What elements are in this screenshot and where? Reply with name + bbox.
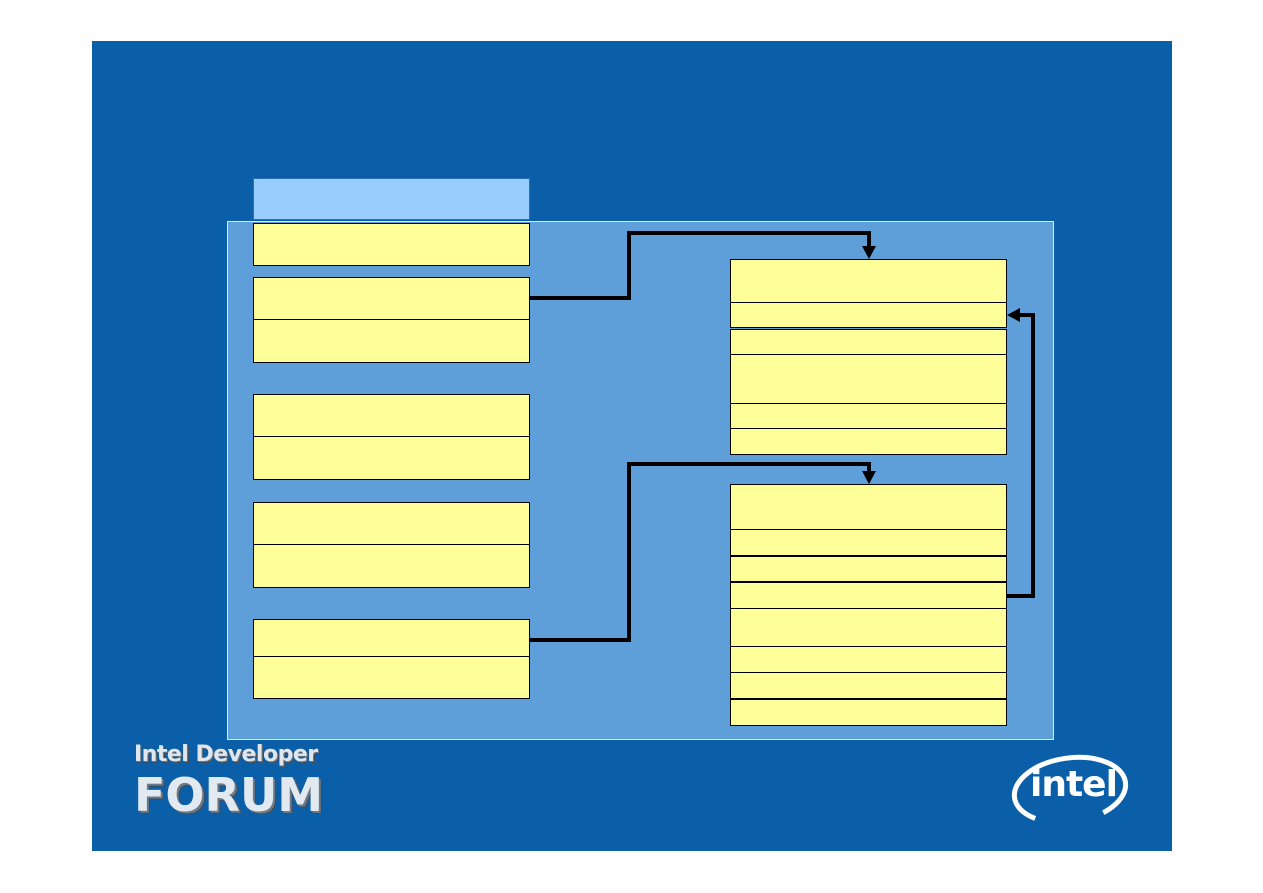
intel-logo-swoosh — [1010, 753, 1130, 827]
left-box-9 — [253, 656, 530, 699]
left-box-7 — [253, 544, 530, 588]
upper-struct-row-2 — [730, 302, 1007, 328]
upper-struct-row-6 — [730, 428, 1007, 455]
intel-developer-forum-logo: Intel Developer FORUM — [134, 742, 323, 830]
upper-struct-row-3 — [730, 329, 1007, 355]
left-box-8 — [253, 619, 530, 657]
upper-struct-row-1 — [730, 259, 1007, 303]
upper-struct-row-5 — [730, 403, 1007, 429]
upper-struct-row-4 — [730, 354, 1007, 404]
lower-struct-row-3 — [730, 556, 1007, 582]
lower-struct-row-4 — [730, 582, 1007, 609]
logo-line-intel-developer: Intel Developer — [134, 742, 318, 767]
lower-struct-row-6 — [730, 646, 1007, 673]
logo-line-forum: FORUM — [134, 768, 324, 822]
lower-struct-row-1 — [730, 484, 1007, 530]
left-header-box — [253, 178, 530, 220]
lower-struct-row-5 — [730, 608, 1007, 647]
left-box-4 — [253, 394, 530, 437]
lower-struct-row-8 — [730, 699, 1007, 726]
left-box-1 — [253, 223, 530, 266]
left-box-3 — [253, 319, 530, 363]
lower-struct-row-7 — [730, 672, 1007, 699]
intel-logo: intel — [1010, 750, 1134, 832]
left-box-6 — [253, 502, 530, 545]
left-box-2 — [253, 277, 530, 320]
intel-logo-wordmark: intel — [1030, 764, 1118, 805]
left-box-5 — [253, 436, 530, 480]
lower-struct-row-2 — [730, 529, 1007, 556]
